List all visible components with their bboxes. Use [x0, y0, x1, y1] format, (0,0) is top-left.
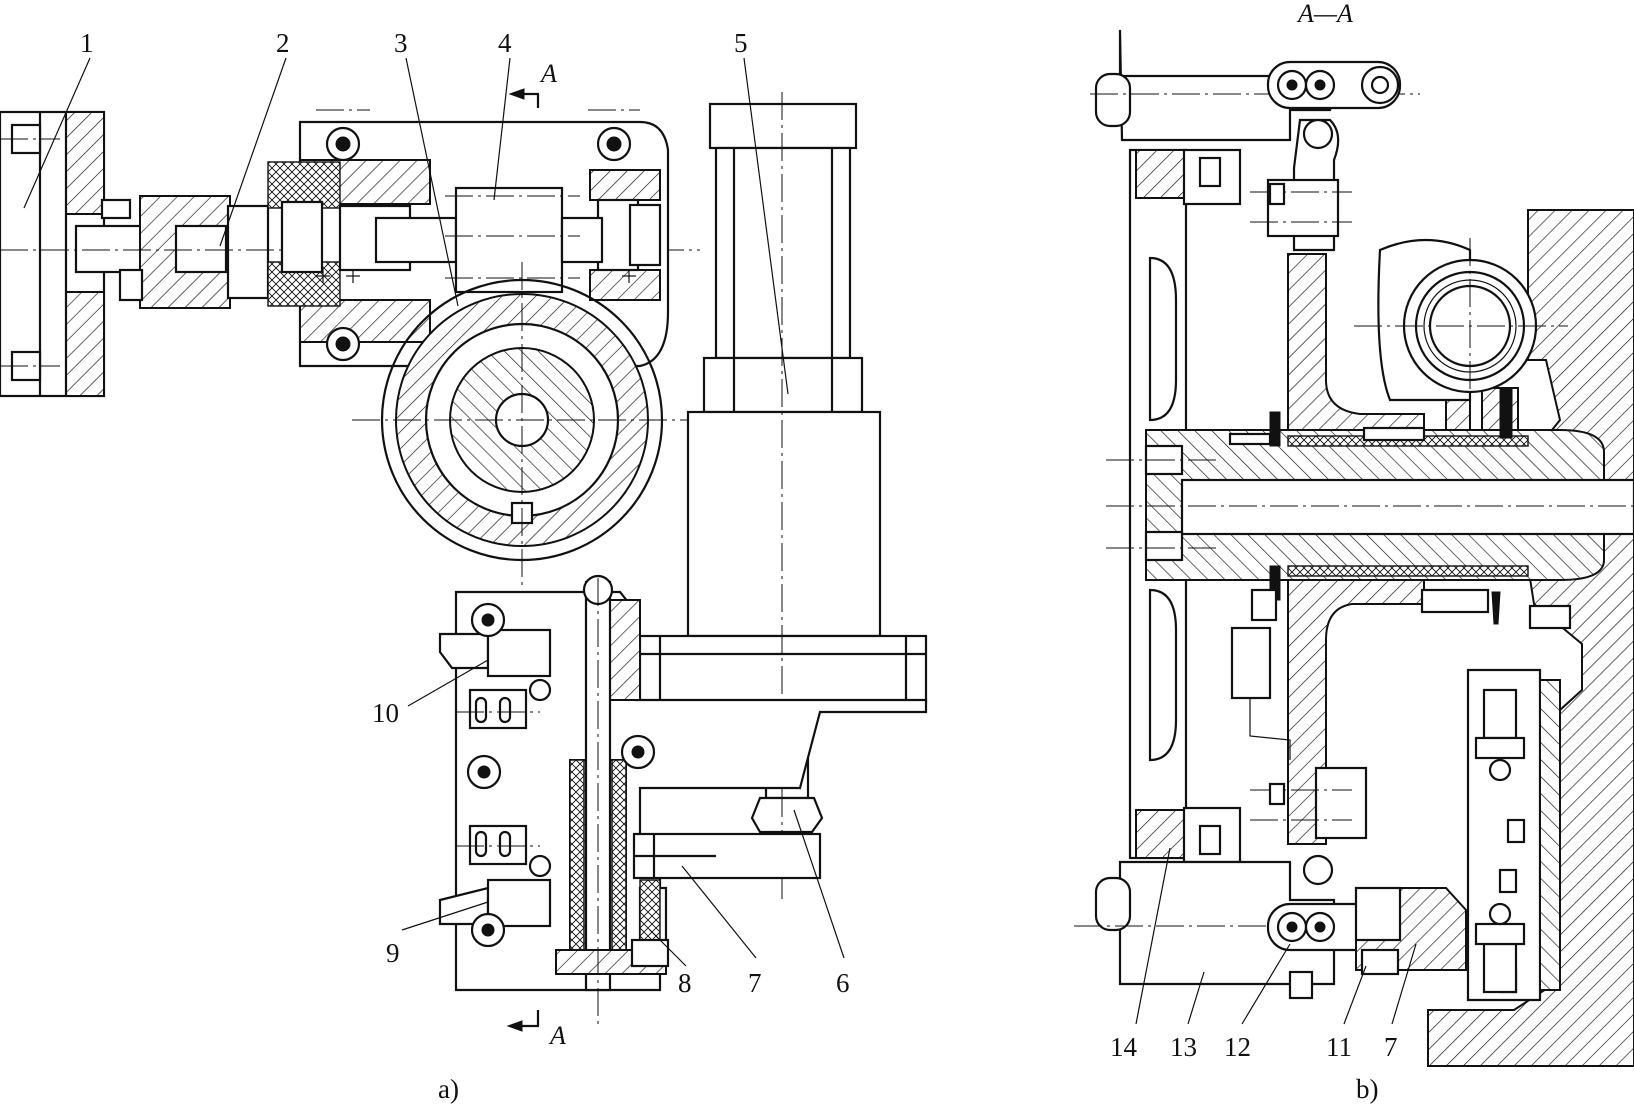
- main-shaft: [1106, 387, 1634, 601]
- part-7-lever-section: [1354, 886, 1467, 976]
- leaders-b: [1135, 847, 1417, 1025]
- part-4-worm: [374, 186, 604, 294]
- part-5-cylinder: [638, 92, 928, 900]
- callout-5: 5: [734, 28, 748, 58]
- callout-3: 3: [394, 28, 408, 58]
- caption-view-a: a): [438, 1074, 459, 1104]
- view-a: A A 1 2 3 4 5 6 7 8 9 10 a): [0, 28, 928, 1104]
- section-letter-bottom: A: [548, 1021, 566, 1050]
- callout-7-b: 7: [1384, 1032, 1398, 1062]
- upper-linkage: [1090, 29, 1420, 252]
- section-mark-bottom: A: [506, 1010, 566, 1050]
- view-b: A—A: [1074, 0, 1634, 1104]
- callout-8: 8: [678, 968, 692, 998]
- callout-13: 13: [1170, 1032, 1197, 1062]
- callout-2: 2: [276, 28, 290, 58]
- screw-center: [477, 765, 491, 779]
- part-7-lever: [632, 832, 822, 880]
- lower-linkage: [1230, 588, 1368, 886]
- screws-b: [1198, 156, 1286, 856]
- callout-1: 1: [80, 28, 94, 58]
- part-10-limit-switch: [438, 602, 552, 730]
- part-8-pin: [630, 879, 670, 968]
- worm-wheel-section: [1354, 238, 1568, 412]
- callout-9: 9: [386, 938, 400, 968]
- callout-10: 10: [372, 698, 399, 728]
- caption-view-b: b): [1356, 1074, 1379, 1104]
- section-mark-top: A: [508, 59, 557, 108]
- callout-11: 11: [1326, 1032, 1352, 1062]
- callout-6: 6: [836, 968, 850, 998]
- callout-12: 12: [1224, 1032, 1251, 1062]
- leaders-a: [23, 57, 845, 967]
- part-3-worm-wheel: [352, 262, 720, 588]
- callout-7: 7: [748, 968, 762, 998]
- callout-14: 14: [1110, 1032, 1138, 1062]
- screw-center: [631, 745, 645, 759]
- part-9-limit-switch: [438, 824, 552, 948]
- section-letter-top: A: [539, 59, 557, 88]
- callout-4: 4: [498, 28, 512, 58]
- right-switches: [1420, 588, 1572, 994]
- section-title: A—A: [1296, 0, 1353, 28]
- part-2-coupling: [0, 195, 700, 309]
- part-13-bracket: [1094, 860, 1336, 1000]
